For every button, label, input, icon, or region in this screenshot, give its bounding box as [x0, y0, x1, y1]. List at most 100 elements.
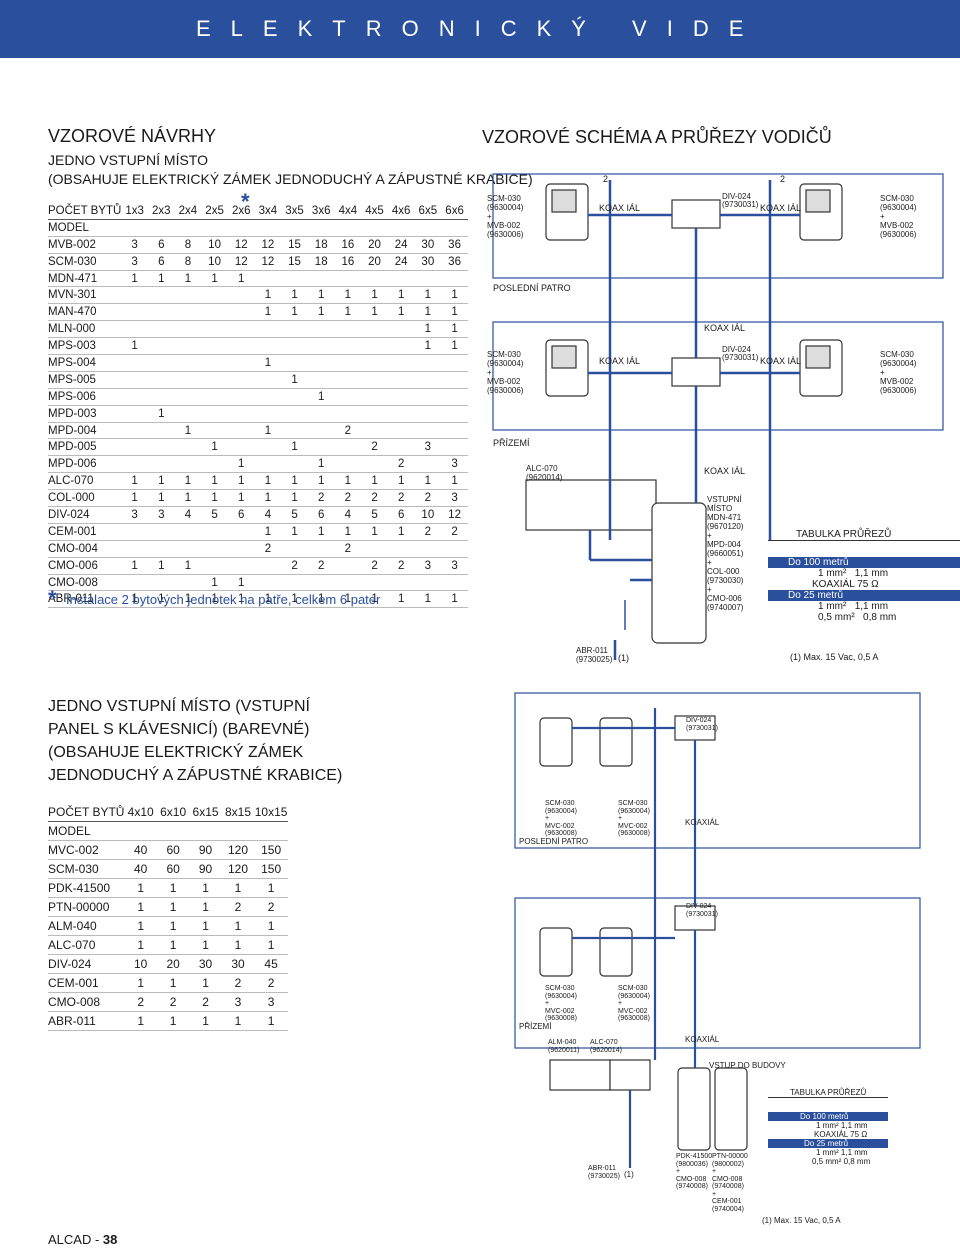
table-cell: 1	[281, 590, 308, 609]
table-cell	[361, 422, 388, 440]
table-column-header: 6x10	[156, 803, 190, 822]
table-cell: 30	[414, 236, 442, 254]
table-cell	[387, 320, 415, 339]
table-cell	[281, 405, 308, 423]
table-cell: 5	[361, 506, 388, 524]
table-cell	[174, 303, 202, 322]
koax-label-1: KOAX IÁL	[599, 203, 641, 213]
install-note: Instalace 2 bytových jednotek na patře, …	[66, 592, 381, 607]
table-cell	[147, 371, 175, 389]
table-cell	[281, 574, 308, 592]
note-star: *	[48, 586, 57, 611]
table-cell	[281, 354, 308, 372]
table-cell	[147, 540, 175, 558]
table-cell	[361, 405, 388, 423]
table-cell	[201, 557, 228, 575]
table-cell	[414, 270, 442, 288]
table-cell	[334, 405, 362, 423]
table-column-header: 2x5	[201, 203, 228, 220]
monitor2-spec-4: SCM-030(9630004)+MVC-002(9630008)	[618, 985, 650, 1022]
table-cell: 12	[227, 236, 255, 254]
table-cell: 1	[334, 286, 362, 305]
table-cell: 2	[361, 557, 388, 575]
table-cell	[361, 320, 388, 339]
table-cell: 36	[441, 253, 468, 271]
table-cell	[147, 388, 175, 406]
table-column-header: 4x5	[361, 203, 388, 220]
table-cell	[201, 337, 228, 356]
table-cell: 1	[147, 590, 175, 609]
table-cell	[307, 320, 335, 339]
panel-a-label: PDK-41500(9800036)+CMO-008(9740008)	[676, 1153, 713, 1190]
koax2-label-1: KOAXIÁL	[685, 818, 720, 827]
table-cell	[307, 354, 335, 372]
monitor2-spec-2: SCM-030(9630004)+MVC-002(9630008)	[618, 800, 650, 837]
table-cell	[414, 455, 442, 474]
table-cell: 1	[307, 388, 335, 406]
row-model: ALC-070	[48, 935, 125, 955]
table-cell	[414, 405, 442, 423]
table-column-header: 4x10	[124, 803, 157, 822]
table-column-header: 6x15	[189, 803, 222, 822]
table-cell	[441, 270, 468, 288]
table-cell: 1	[221, 878, 255, 898]
table-cell: 1	[124, 935, 157, 955]
table-cell: 1	[156, 935, 190, 955]
table-cell	[147, 286, 175, 305]
table-cell	[281, 540, 308, 558]
table-cell	[201, 320, 228, 339]
monitor-spec-4: SCM-030(9630004)+MVB-002(9630006)	[880, 350, 917, 395]
table-cell	[414, 574, 442, 592]
table-cell: 2	[307, 489, 335, 508]
table-cell: 1	[254, 489, 282, 508]
table-cell: 6	[387, 506, 415, 524]
table-cell: 2	[254, 897, 288, 917]
table-cell	[147, 438, 175, 457]
row-model: ABR-011	[48, 590, 122, 609]
table-cell	[174, 540, 202, 558]
table-cell: 24	[387, 236, 415, 254]
table-cell: 1	[441, 590, 468, 609]
schema-title: VZOROVÉ SCHÉMA A PRŮŘEZY VODIČŮ	[482, 127, 832, 147]
table-cell	[334, 371, 362, 389]
row-model: MVN-301	[48, 286, 122, 305]
table-cell: 2	[361, 489, 388, 508]
table-cell: 15	[281, 236, 308, 254]
table-column-header: 2x6	[227, 203, 255, 220]
table-cell: 1	[254, 935, 288, 955]
table-cell: 1	[414, 320, 442, 339]
table-cell	[121, 540, 148, 558]
table-cell	[201, 405, 228, 423]
row-model: MPD-005	[48, 438, 122, 457]
alc2-label: ALC-070(9620014)	[590, 1039, 622, 1054]
table-cell	[254, 320, 282, 339]
table-cell: 1	[221, 916, 255, 936]
row-model: MAN-470	[48, 303, 122, 322]
table-cell: 3	[441, 455, 468, 474]
max-note: (1) Max. 15 Vac, 0,5 A	[790, 652, 879, 662]
table-cell: 1	[227, 489, 255, 508]
table-cell: 1	[227, 472, 255, 491]
table-cell	[254, 574, 282, 592]
table-cell	[121, 438, 148, 457]
table-cell: 2	[387, 455, 415, 474]
table-cell	[254, 405, 282, 423]
table-cell	[334, 438, 362, 457]
table-cell: 1	[221, 1011, 255, 1031]
row-model: COL-000	[48, 489, 122, 508]
table-cell	[254, 438, 282, 457]
table-cell	[281, 320, 308, 339]
ground-floor-label-2: PŘÍZEMÍ	[519, 1022, 552, 1031]
table-cell: 6	[307, 506, 335, 524]
table-cell: 10	[201, 236, 228, 254]
table-cell	[201, 540, 228, 558]
